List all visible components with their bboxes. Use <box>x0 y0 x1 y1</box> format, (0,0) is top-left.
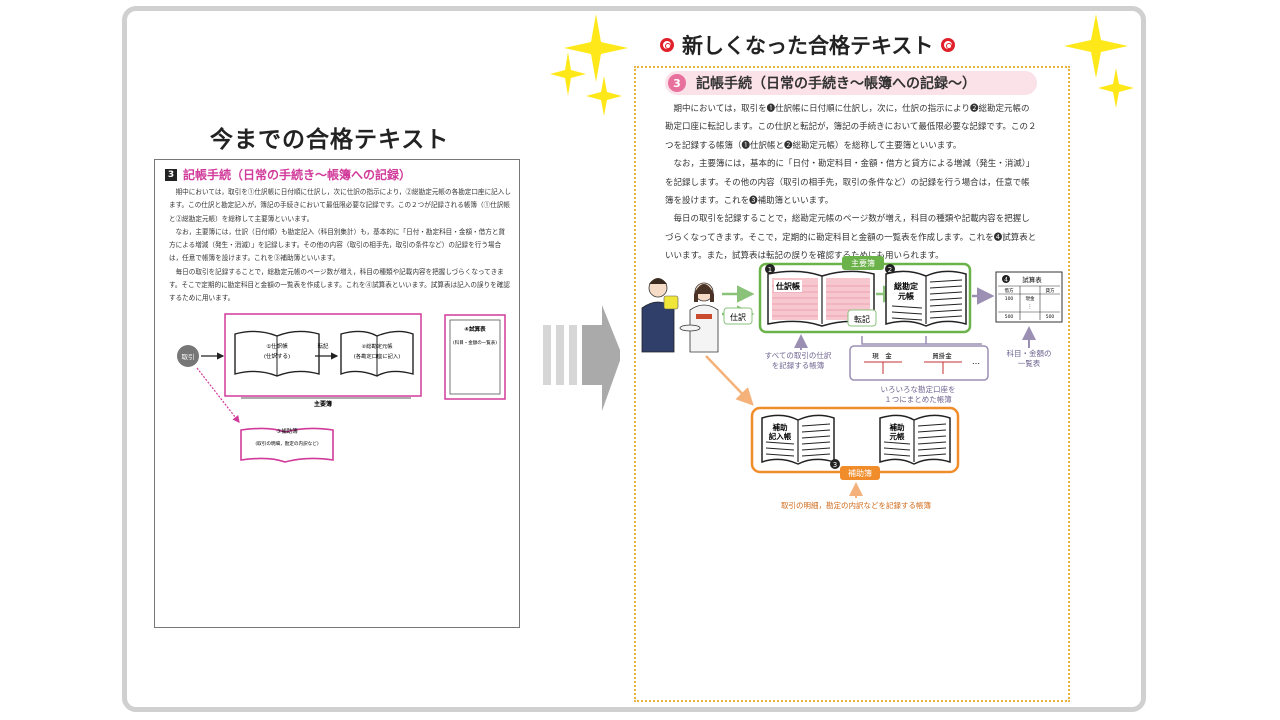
accounts-frame <box>849 345 989 381</box>
old-section-title: 3 記帳手続（日常の手続き～帳簿への記録） <box>165 166 411 183</box>
trial-v1: 100 <box>1005 296 1014 302</box>
old-trial-sub: (科目・金額の一覧表) <box>453 339 497 346</box>
trial-v2: 500 <box>1005 314 1014 320</box>
old-paragraph: なお，主要簿には，仕訳（日付順）も勘定記入（科目別集計）も，基本的に「日付・勘定… <box>169 227 506 263</box>
new-paragraph: 毎日の取引を記録することで，総勘定元帳のページ数が増え，科目の種類や記載内容を把… <box>665 214 1037 262</box>
old-book1-sub: (仕訳する) <box>264 352 290 360</box>
old-diagram: 取引 ①仕訳帳 (仕訳する) 転記 ②総勘定元帳 (各勘定口座に記入) 主要簿 … <box>177 313 506 463</box>
new-text-heading-text: 新しくなった合格テキスト <box>682 34 934 58</box>
old-text-heading: 今までの合格テキスト <box>210 127 450 153</box>
sparkle-icon <box>550 14 628 116</box>
sub-note: 取引の明細，勘定の内訳などを記録する帳簿 <box>781 500 931 510</box>
new-diagram: 仕訳 主要簿 1 仕訳帳 転記 2 総勘定 元帳 <box>641 256 1063 510</box>
new-body-text: 期中においては，取引を❶仕訳帳に日付順に仕訳し，次に，仕訳の指示により❷総勘定元… <box>665 100 1037 266</box>
badge-3: 3 <box>833 461 837 469</box>
acct-more: … <box>972 357 980 366</box>
journal-note-1: すべての取引の仕訳 <box>765 350 832 360</box>
bullseye-icon <box>660 38 674 52</box>
acct-cash: 現 金 <box>872 351 892 360</box>
journal-book: 仕訳帳 <box>767 270 875 327</box>
acct-note-2: １つにまとめた帳簿 <box>884 394 952 404</box>
shiwake-label: 仕訳 <box>730 312 746 322</box>
sub-books-label: 補助簿 <box>848 468 872 478</box>
ledger-label-2: 元帳 <box>898 291 914 301</box>
main-books-label: 主要簿 <box>851 258 875 268</box>
sparkle-icon <box>1064 14 1134 108</box>
old-sub-label: ③補助簿 <box>276 427 298 435</box>
slide-frame <box>122 6 1146 712</box>
old-sub-book <box>240 427 334 463</box>
acct-note-1: いろいろな勘定口座を <box>881 384 956 394</box>
trial-note-1: 科目・金額の <box>1007 348 1052 358</box>
badge-2: 2 <box>888 266 892 274</box>
ledger-label-1: 総勘定 <box>894 281 918 291</box>
sub-book1-label-2: 記入帳 <box>769 431 792 441</box>
journal-note-2: を記録する帳簿 <box>772 360 825 370</box>
old-paragraph: 期中においては，取引を①仕訳帳に日付順に仕訳し，次に仕訳の指示により，②総勘定元… <box>169 188 511 223</box>
new-section-number: 3 <box>668 74 686 92</box>
trial-v3: 500 <box>1046 314 1055 320</box>
old-main-books-frame <box>224 313 422 397</box>
badge-1: 1 <box>768 266 772 274</box>
old-trial-balance-frame <box>444 314 506 400</box>
sub-ledger-book: 補助 元帳 <box>879 414 951 465</box>
new-paragraph: なお，主要簿には，基本的に「日付・勘定科目・金額・借方と貸方による増減（発生・消… <box>665 159 1035 207</box>
new-section-title-text: 記帳手続（日常の手続き～帳簿への記録～） <box>696 76 976 92</box>
sub-book1-label-1: 補助 <box>772 422 788 432</box>
old-torihiki-circle <box>177 345 199 367</box>
trial-balance-sheet: 4 試算表 借方 貸方 100 現金 ⋮ 500 500 <box>995 271 1063 323</box>
sub-book2-label-2: 元帳 <box>890 431 905 441</box>
old-paragraph: 毎日の取引を記録することで，総勘定元帳のページ数が増え，科目の種類や記載内容を把… <box>169 267 510 303</box>
tenki-label: 転記 <box>854 314 870 324</box>
ledger-book: 総勘定 元帳 <box>885 270 967 327</box>
old-section-title-text: 記帳手続（日常の手続き～帳簿への記録） <box>183 168 412 182</box>
old-section-number: 3 <box>165 168 177 181</box>
trial-dots: ⋮ <box>1028 304 1033 310</box>
new-paragraph: 期中においては，取引を❶仕訳帳に日付順に仕訳し，次に，仕訳の指示により❷総勘定元… <box>665 104 1037 151</box>
old-torihiki-label: 取引 <box>182 352 195 361</box>
old-tenki-label: 転記 <box>317 342 329 350</box>
new-section-title: 3 記帳手続（日常の手続き～帳簿への記録～） <box>665 71 1037 95</box>
sub-book2-label-1: 補助 <box>889 422 905 432</box>
acct-ar: 買掛金 <box>932 351 952 360</box>
sub-journal-book: 補助 記入帳 <box>761 414 835 465</box>
old-book2-sub: (各勘定口座に記入) <box>354 352 401 360</box>
new-textbook-frame <box>634 66 1070 702</box>
trial-note-2: 一覧表 <box>1018 358 1041 368</box>
new-text-heading: 新しくなった合格テキスト <box>660 30 956 60</box>
trial-item: 現金 <box>1026 295 1035 302</box>
trial-debit: 借方 <box>1005 287 1014 294</box>
old-body-text: 期中においては，取引を①仕訳帳に日付順に仕訳し，次に仕訳の指示により，②総勘定元… <box>169 186 511 306</box>
old-book1-label: ①仕訳帳 <box>266 342 288 350</box>
bullseye-icon <box>941 38 956 52</box>
old-main-books-label: 主要簿 <box>314 400 332 408</box>
badge-4: 4 <box>1004 277 1008 284</box>
old-book2-label: ②総勘定元帳 <box>361 342 393 350</box>
journal-label: 仕訳帳 <box>775 281 800 291</box>
comparison-arrow <box>543 305 620 411</box>
old-sub-sub: (取引の明細，勘定の内訳など) <box>255 440 319 447</box>
trial-credit: 貸方 <box>1046 287 1055 294</box>
old-trial-label: ④試算表 <box>464 325 486 333</box>
business-people-illustration <box>641 278 719 353</box>
trial-title: 試算表 <box>1022 275 1042 284</box>
old-textbook-page: 3 記帳手続（日常の手続き～帳簿への記録） 期中においては，取引を①仕訳帳に日付… <box>154 159 520 628</box>
